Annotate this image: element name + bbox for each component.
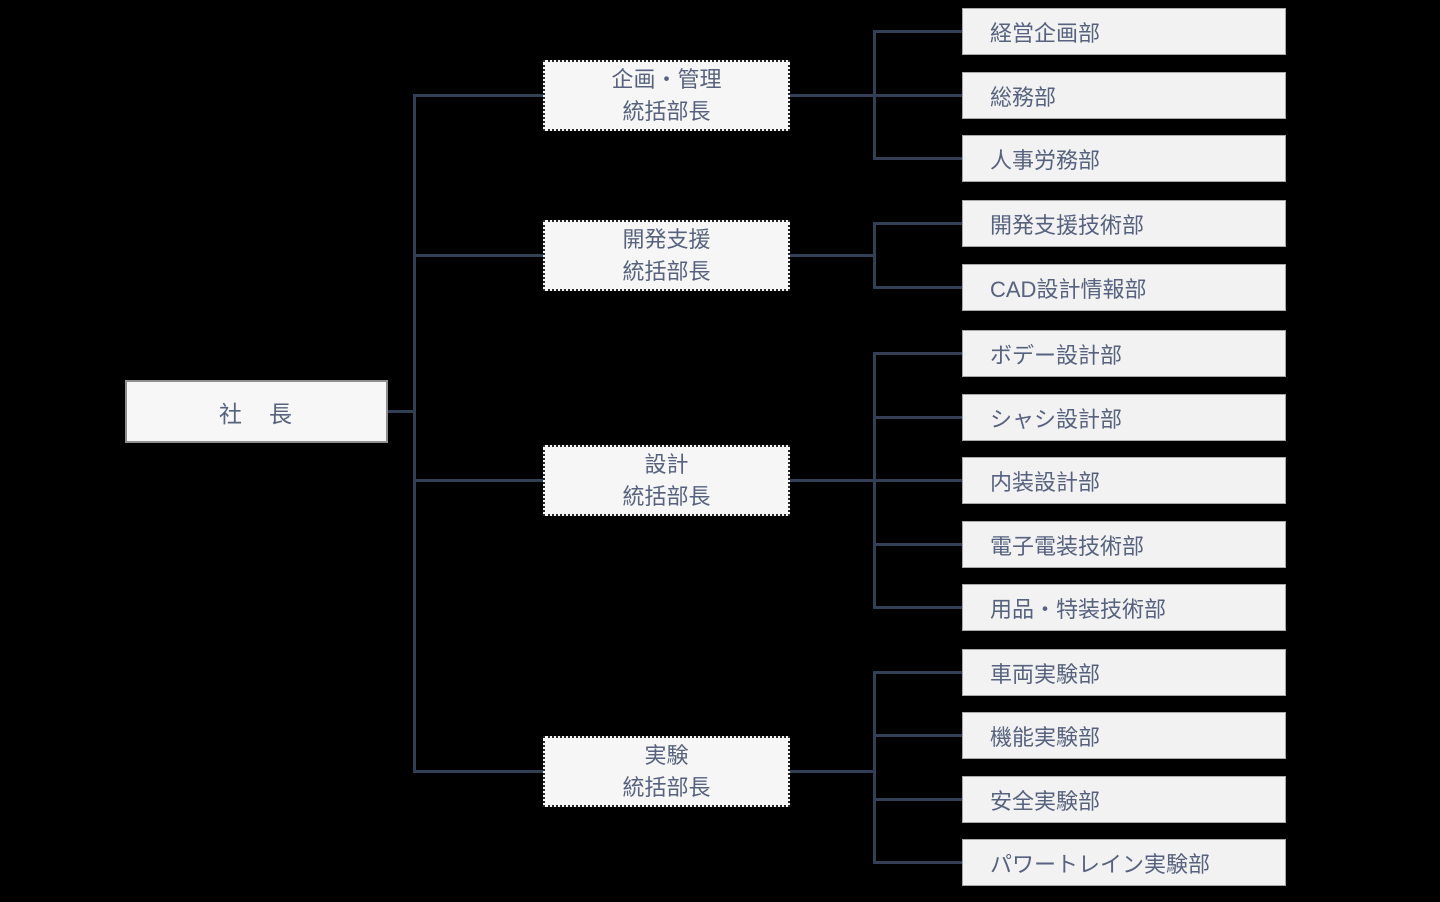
manager-box-design: 設計 統括部長 <box>543 445 790 516</box>
department-box: 機能実験部 <box>962 712 1286 759</box>
manager-label-line1: 実験 <box>644 742 689 768</box>
connector-branch-manager-4 <box>413 770 543 773</box>
connector-group4-stub <box>873 861 962 864</box>
connector-group4-stub <box>873 734 962 737</box>
department-box: 開発支援技術部 <box>962 200 1286 247</box>
connector-branch-manager-2 <box>413 254 543 257</box>
department-box: 用品・特装技術部 <box>962 584 1286 631</box>
department-box: CAD設計情報部 <box>962 264 1286 311</box>
department-box: シャシ設計部 <box>962 394 1286 441</box>
connector-group3-rail <box>873 352 876 609</box>
connector-group4-rail <box>873 671 876 864</box>
connector-group3-stub <box>873 543 962 546</box>
connector-group3-stub <box>873 352 962 355</box>
manager-box-planning-admin: 企画・管理 統括部長 <box>543 60 790 131</box>
connector-branch-manager-1 <box>413 94 543 97</box>
connector-group1-stub <box>873 157 962 160</box>
president-label: 社 長 <box>219 400 294 427</box>
connector-trunk <box>413 94 416 773</box>
connector-group3-main <box>790 479 962 482</box>
department-box: パワートレイン実験部 <box>962 839 1286 886</box>
department-box: 総務部 <box>962 72 1286 119</box>
department-box: 人事労務部 <box>962 135 1286 182</box>
manager-label-line2: 統括部長 <box>622 258 711 284</box>
manager-box-dev-support: 開発支援 統括部長 <box>543 220 790 291</box>
connector-group3-stub <box>873 606 962 609</box>
connector-group2-rail <box>873 222 876 289</box>
connector-group3-stub <box>873 416 962 419</box>
manager-label-line1: 設計 <box>644 451 689 477</box>
department-box: 内装設計部 <box>962 457 1286 504</box>
connector-group1-main <box>790 94 962 97</box>
connector-group1-rail <box>873 30 876 160</box>
connector-group4-stub <box>873 671 962 674</box>
manager-label-line2: 統括部長 <box>622 483 711 509</box>
connector-group4-main <box>790 770 876 773</box>
department-box: 電子電装技術部 <box>962 521 1286 568</box>
manager-box-testing: 実験 統括部長 <box>543 736 790 807</box>
department-box: 経営企画部 <box>962 8 1286 55</box>
manager-label-line1: 企画・管理 <box>611 66 722 92</box>
manager-label-line2: 統括部長 <box>622 774 711 800</box>
manager-label-line1: 開発支援 <box>622 226 711 252</box>
department-box: ボデー設計部 <box>962 330 1286 377</box>
connector-group4-stub <box>873 798 962 801</box>
connector-group2-stub <box>873 222 962 225</box>
connector-branch-manager-3 <box>413 479 543 482</box>
connector-group1-stub <box>873 30 962 33</box>
manager-label-line2: 統括部長 <box>622 98 711 124</box>
connector-group2-stub <box>873 286 962 289</box>
department-box: 安全実験部 <box>962 776 1286 823</box>
connector-group2-main <box>790 254 876 257</box>
connector-president-stub <box>388 410 415 413</box>
department-box: 車両実験部 <box>962 649 1286 696</box>
president-box: 社 長 <box>125 380 388 443</box>
